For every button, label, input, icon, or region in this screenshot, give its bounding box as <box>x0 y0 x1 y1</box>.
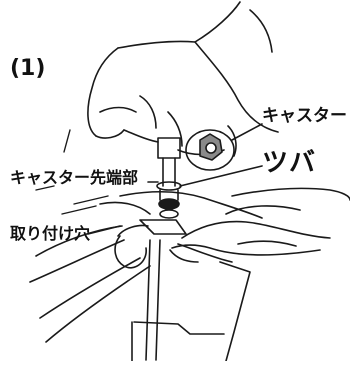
caster-wheel <box>185 123 263 171</box>
lower-hand <box>171 187 350 256</box>
step-number: (1) <box>10 56 46 81</box>
caster-label: キャスター <box>262 106 347 126</box>
flange-label: ツバ <box>262 148 317 178</box>
flange-leader <box>179 165 263 187</box>
motion-marks <box>35 129 109 215</box>
frame <box>29 190 263 362</box>
caster-tip-label: キャスター先端部 <box>10 168 139 187</box>
upper-hand <box>87 1 279 157</box>
mounting-hole-label: 取り付け穴 <box>10 224 91 243</box>
